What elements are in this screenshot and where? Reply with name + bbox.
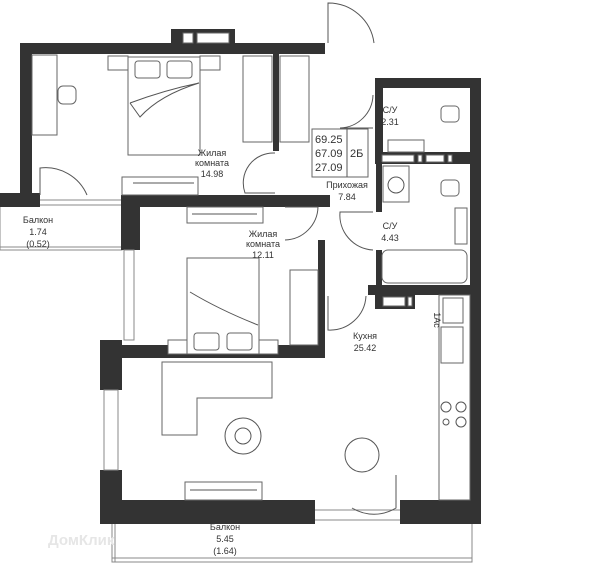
walls bbox=[0, 29, 481, 524]
bedroom1-label: Жилая bbox=[198, 148, 227, 158]
bedroom1-area: 14.98 bbox=[201, 169, 224, 179]
area-summary-box: 69.25 67.09 27.09 2Б bbox=[311, 128, 369, 178]
bathroom1-label: С/У bbox=[383, 105, 398, 115]
bedroom2-area: 12.11 bbox=[252, 250, 274, 260]
balcony1-area: 1.74 bbox=[29, 227, 47, 237]
kitchen-furniture bbox=[161, 294, 471, 501]
doors bbox=[39, 2, 397, 515]
bedroom2-label: Жилая bbox=[249, 229, 278, 239]
bedroom2-furniture bbox=[167, 206, 319, 355]
living-area: 27.09 bbox=[315, 162, 343, 174]
kitchen-area: 25.42 bbox=[354, 343, 377, 353]
balcony2-area: 5.45 bbox=[216, 534, 234, 544]
total-area: 69.25 bbox=[315, 134, 343, 146]
bedroom1-furniture bbox=[31, 54, 310, 196]
hallway-area: 7.84 bbox=[338, 192, 356, 202]
balcony1-reduced-area: (0.52) bbox=[26, 239, 50, 249]
ac-marker: 1Ас bbox=[432, 312, 442, 328]
watermark: ДомКлик bbox=[48, 532, 115, 549]
balcony1-label: Балкон bbox=[23, 215, 53, 225]
windows bbox=[40, 199, 400, 511]
balcony2-reduced-area: (1.64) bbox=[213, 546, 237, 556]
apartment-type: 2Б bbox=[350, 148, 363, 160]
bathroom2-area: 4.43 bbox=[381, 233, 399, 243]
hallway-label: Прихожая bbox=[326, 180, 368, 190]
room-labels: Жилая комната 14.98 Жилая комната 12.11 … bbox=[23, 105, 442, 556]
bathroom2-label: С/У bbox=[383, 221, 398, 231]
balcony2-label: Балкон bbox=[210, 522, 240, 532]
kitchen-label: Кухня bbox=[353, 331, 377, 341]
bathroom-fixtures bbox=[381, 105, 468, 284]
bedroom1-label-2: комната bbox=[195, 158, 229, 168]
bathroom1-area: 2.31 bbox=[381, 117, 399, 127]
bedroom2-label-2: комната bbox=[246, 239, 280, 249]
balcony-outlines bbox=[0, 204, 473, 563]
living-total: 67.09 bbox=[315, 148, 343, 160]
